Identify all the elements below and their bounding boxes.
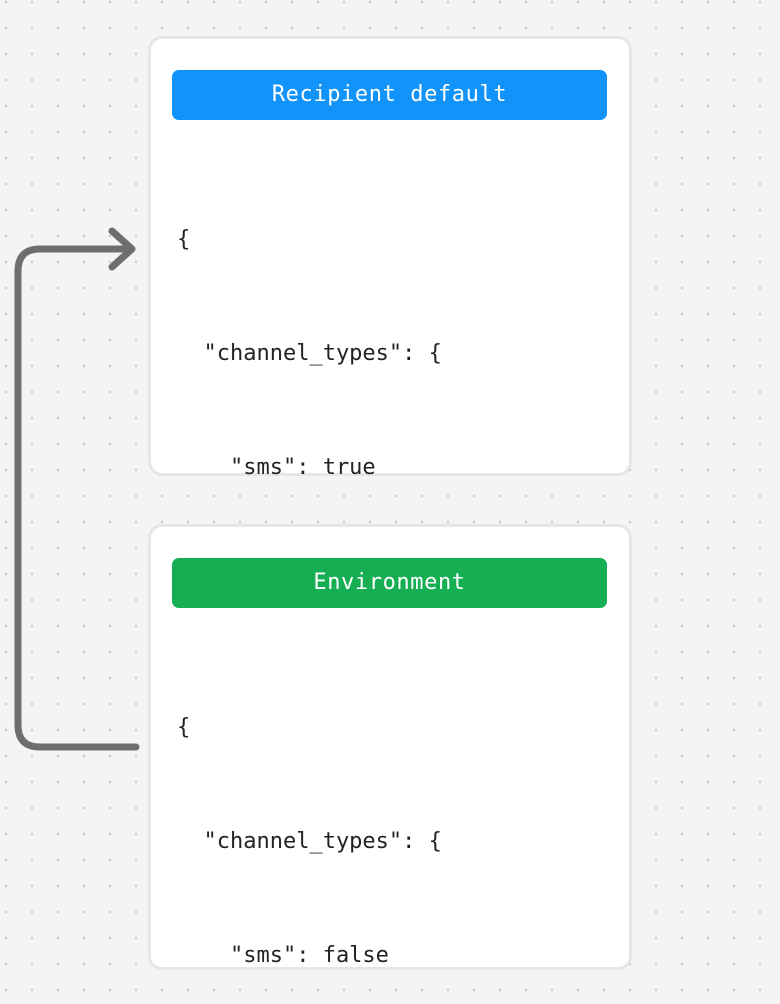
card-recipient-default: Recipient default { "channel_types": { "… bbox=[148, 36, 632, 936]
code-line: { bbox=[177, 715, 191, 740]
arrow-path bbox=[14, 245, 140, 751]
card-environment: Environment { "channel_types": { "sms": … bbox=[148, 524, 632, 970]
code-line: "channel_types": { bbox=[177, 829, 442, 854]
json-code-environment: { "channel_types": { "sms": false }, "ca… bbox=[177, 633, 607, 1004]
card-header-label: Environment bbox=[313, 570, 466, 595]
card-header-environment[interactable]: Environment bbox=[172, 558, 607, 608]
arrowhead-icon bbox=[108, 227, 136, 271]
card-header-recipient-default[interactable]: Recipient default bbox=[172, 70, 607, 120]
code-line: { bbox=[177, 227, 191, 252]
code-line: "sms": true bbox=[177, 455, 376, 480]
card-header-label: Recipient default bbox=[271, 82, 508, 107]
code-line: "sms": false bbox=[177, 943, 389, 968]
code-line: "channel_types": { bbox=[177, 341, 442, 366]
